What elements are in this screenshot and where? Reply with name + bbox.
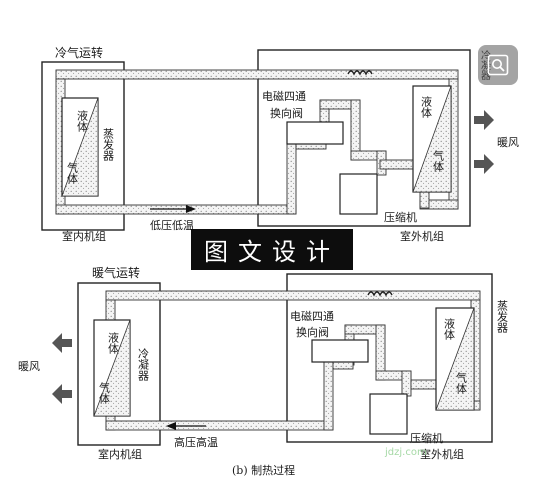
bottom-compressor xyxy=(369,393,408,435)
watermark: jdzj.com xyxy=(385,447,427,458)
top-outdoor-liquid: 液体 xyxy=(420,95,433,118)
bottom-mode-title: 暖气运转 xyxy=(92,265,140,280)
arrow-right-icon xyxy=(474,110,494,174)
top-compressor-label: 压缩机 xyxy=(384,210,417,224)
top-indoor-gas: 气体 xyxy=(66,161,79,184)
bottom-indoor-role: 冷凝器 xyxy=(137,348,150,382)
bottom-valve-label-1: 电磁四通 xyxy=(290,310,334,323)
bottom-outdoor-role: 蒸发器 xyxy=(496,300,509,334)
top-panel: 冷气运转 液体 气体 蒸发器 液体 气体 冷凝器 电磁四通 换向阀 压缩机 室内… xyxy=(41,45,519,243)
bottom-panel: 暖气运转 液体 气体 冷凝器 液体 气体 蒸发器 电磁四通 换向阀 压缩机 室内… xyxy=(18,265,509,461)
top-air-out-label: 暖风 xyxy=(497,136,519,149)
bottom-outdoor-liquid: 液体 xyxy=(443,317,456,340)
bottom-coil xyxy=(367,291,393,297)
bottom-flow-arrow xyxy=(166,422,206,430)
bottom-flow-label: 高压高温 xyxy=(174,435,218,449)
top-indoor-liquid: 液体 xyxy=(76,109,89,132)
bottom-four-way-valve xyxy=(311,339,369,363)
caption: (b) 制热过程 xyxy=(232,464,295,477)
top-outdoor-coil xyxy=(412,85,452,193)
lens-icon[interactable] xyxy=(478,45,518,85)
bottom-air-out-label: 暖风 xyxy=(18,360,40,373)
top-indoor-coil xyxy=(61,97,99,197)
top-flow-label: 低压低温 xyxy=(150,219,194,232)
top-indoor-role: 蒸发器 xyxy=(102,128,115,162)
top-coil xyxy=(347,70,373,76)
bottom-outdoor-gas: 气体 xyxy=(455,371,468,394)
bottom-indoor-unit-box xyxy=(77,282,161,446)
arrow-left-icon xyxy=(52,333,72,404)
bottom-valve-label-2: 换向阀 xyxy=(296,325,329,339)
bottom-outdoor-unit-box xyxy=(286,273,493,443)
top-indoor-unit-box xyxy=(41,61,125,231)
bottom-outdoor-unit-label: 室外机组 xyxy=(420,447,464,461)
bottom-compressor-label: 压缩机 xyxy=(410,431,443,445)
bottom-indoor-unit-label: 室内机组 xyxy=(98,447,142,461)
bottom-indoor-liquid: 液体 xyxy=(107,331,120,354)
bottom-outdoor-coil xyxy=(435,307,475,411)
top-outdoor-gas: 气体 xyxy=(432,149,445,172)
top-valve-label-2: 换向阀 xyxy=(270,106,303,120)
title-banner: 图文设计 xyxy=(191,229,353,270)
bottom-indoor-coil xyxy=(93,319,131,417)
top-flow-arrow xyxy=(150,205,196,213)
top-refrigerant-tube xyxy=(55,69,459,215)
top-compressor xyxy=(339,173,378,215)
bottom-indoor-gas: 气体 xyxy=(98,381,111,404)
top-valve-label-1: 电磁四通 xyxy=(262,90,306,103)
top-outdoor-unit-label: 室外机组 xyxy=(400,229,444,243)
lens-icon-glyph xyxy=(487,54,509,76)
top-outdoor-unit-box xyxy=(257,49,471,227)
top-four-way-valve xyxy=(286,121,344,145)
top-indoor-unit-label: 室内机组 xyxy=(62,229,106,243)
top-mode-title: 冷气运转 xyxy=(55,45,103,60)
